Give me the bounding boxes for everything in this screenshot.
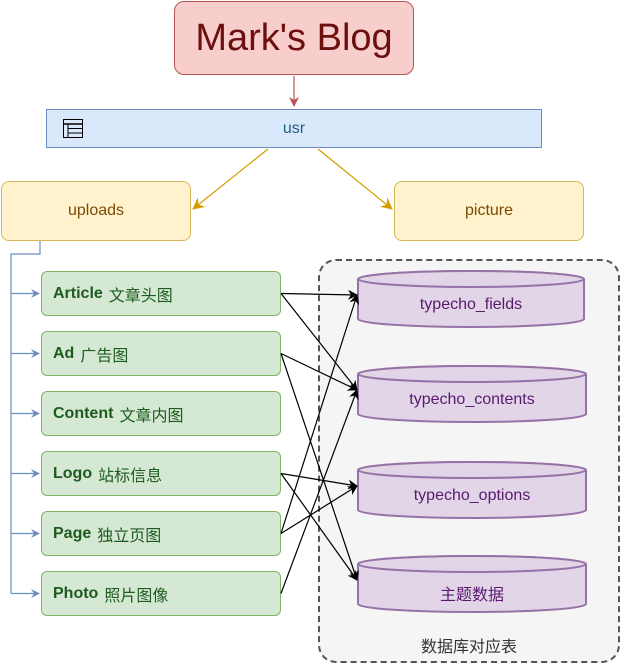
item-ad-key: Ad — [53, 344, 75, 362]
item-content-text: 文章内图 — [119, 407, 184, 425]
item-content: Content 文章内图 — [41, 391, 281, 436]
item-photo: Photo 照片图像 — [41, 571, 281, 616]
item-photo-text: 照片图像 — [104, 587, 169, 605]
uploads-node: uploads — [1, 181, 191, 241]
item-article-key: Article — [53, 284, 103, 302]
db-table-fields: typecho_fields — [419, 296, 523, 313]
item-page-text: 独立页图 — [97, 527, 162, 545]
item-article: Article 文章头图 — [41, 271, 281, 316]
uploads-tree-connector — [10, 241, 41, 598]
item-page: Page 独立页图 — [41, 511, 281, 556]
picture-label: picture — [464, 202, 514, 219]
item-logo: Logo 站标信息 — [41, 451, 281, 496]
tree-trunk — [10, 241, 41, 594]
arrow-usr-to-picture — [317, 148, 393, 210]
item-ad: Ad 广告图 — [41, 331, 281, 376]
item-article-text: 文章头图 — [108, 287, 173, 305]
blog-title: Mark's Blog — [195, 16, 393, 59]
item-ad-text: 广告图 — [80, 347, 129, 365]
db-table-theme: 主题数据 — [439, 587, 504, 604]
db-table-options: typecho_options — [413, 487, 531, 504]
item-page-key: Page — [53, 524, 92, 542]
item-photo-key: Photo — [53, 584, 99, 602]
uploads-label: uploads — [67, 202, 125, 219]
picture-node: picture — [394, 181, 584, 241]
arrow-usr-to-uploads — [192, 148, 269, 210]
blog-title-node: Mark's Blog — [174, 1, 414, 75]
item-logo-text: 站标信息 — [98, 467, 163, 485]
usr-node: usr — [46, 109, 542, 148]
db-table-contents: typecho_contents — [409, 391, 535, 408]
item-content-key: Content — [53, 404, 114, 422]
table-icon — [63, 119, 83, 138]
database-caption: 数据库对应表 — [420, 639, 517, 656]
usr-label: usr — [282, 119, 306, 137]
item-logo-key: Logo — [53, 464, 93, 482]
